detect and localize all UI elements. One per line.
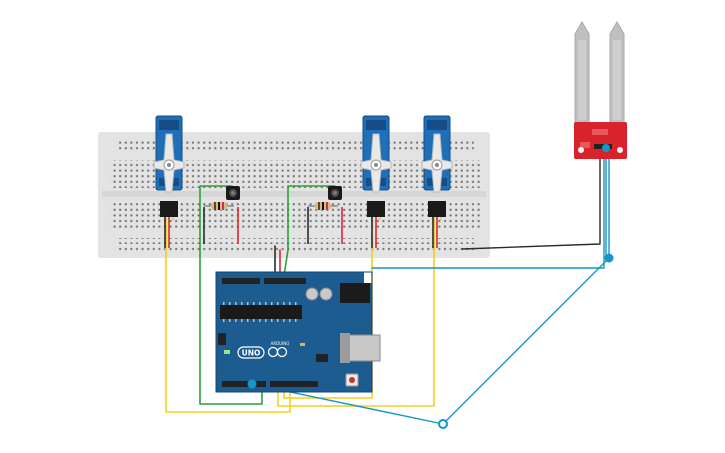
wire-blue-sensor-vcc[interactable]	[371, 157, 605, 269]
arduino-header-analog[interactable]	[264, 278, 306, 284]
resistor-1[interactable]	[204, 202, 234, 210]
arduino-header-power[interactable]	[222, 278, 260, 284]
wire-green-button1-b[interactable]	[199, 249, 263, 405]
wire-node-bend-bottom[interactable]	[438, 419, 448, 429]
arduino-icsp-header	[218, 333, 226, 345]
sensor-board	[574, 122, 627, 159]
arduino-power-jack	[340, 283, 370, 303]
soil-moisture-sensor[interactable]	[574, 21, 627, 159]
wire-nodes	[247, 253, 614, 429]
wires	[165, 147, 610, 425]
wire-yellow-servo1[interactable]	[165, 217, 291, 413]
arduino-microcontroller	[220, 305, 302, 319]
arduino-uno[interactable]: UNO ARDUINO	[215, 271, 381, 393]
breadboard-bottom-rail-2	[118, 245, 474, 251]
servos	[153, 115, 453, 248]
breadboard-top-rail	[118, 139, 474, 145]
wire-node-bend-right[interactable]	[604, 253, 614, 263]
servo-2[interactable]	[360, 115, 392, 248]
arduino-uno-label: UNO	[242, 349, 261, 358]
arduino-icsp-header-2	[316, 354, 328, 362]
arduino-header-digital-1[interactable]	[222, 381, 266, 387]
breadboard[interactable]	[98, 132, 490, 258]
wire-black-sensor-gnd[interactable]	[461, 157, 601, 250]
servo-1[interactable]	[153, 115, 185, 248]
wire-blue-sensor-sig[interactable]	[251, 147, 610, 425]
arduino-led	[224, 350, 230, 354]
wire-green-button1[interactable]	[199, 185, 233, 251]
arduino-logo: UNO ARDUINO	[237, 341, 290, 359]
wire-node-arduino[interactable]	[247, 379, 257, 389]
sensor-connector-node[interactable]	[602, 144, 610, 152]
arduino-brand-label: ARDUINO	[271, 341, 290, 346]
resistor-2[interactable]	[308, 202, 338, 210]
servo-3[interactable]	[421, 115, 453, 248]
sensor-mount-hole-left	[578, 147, 584, 153]
arduino-capacitor-2	[319, 287, 333, 301]
pushbutton-1[interactable]	[226, 186, 240, 200]
arduino-led-2	[300, 343, 305, 346]
pushbutton-2[interactable]	[328, 186, 342, 200]
breadboard-center-channel	[102, 191, 486, 197]
breadboard-bottom-rail	[118, 238, 474, 244]
breadboard-jumpers	[203, 207, 343, 244]
arduino-usb-port	[345, 334, 381, 362]
arduino-capacitor-1	[305, 287, 319, 301]
sensor-mount-hole-right	[617, 147, 623, 153]
breadboard-top-rail-2	[118, 146, 474, 152]
arduino-header-digital-2[interactable]	[270, 381, 318, 387]
